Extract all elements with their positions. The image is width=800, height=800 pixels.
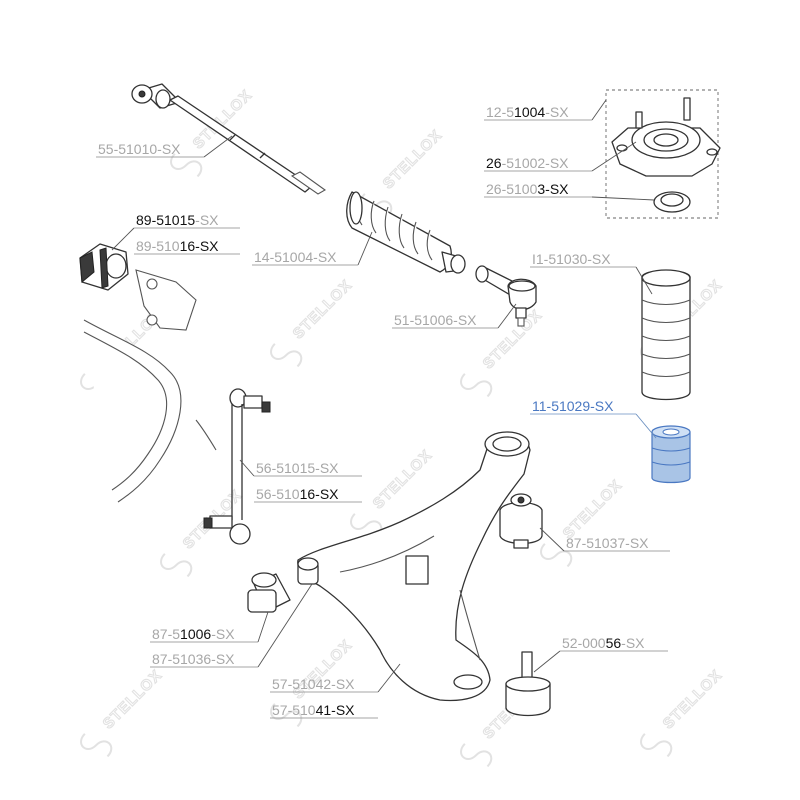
svg-text:STELLOX: STELLOX bbox=[480, 307, 546, 373]
stellox-watermark: STELLOX bbox=[640, 666, 726, 758]
leader-lines bbox=[96, 99, 670, 719]
stabilizer-bushing[interactable] bbox=[79, 243, 129, 291]
lower-ball-joint[interactable] bbox=[505, 651, 551, 717]
rear-arm-bushing[interactable] bbox=[499, 493, 543, 549]
part-number-label-highlighted[interactable]: 11-51029-SX bbox=[532, 398, 614, 414]
part-number-label[interactable]: 55-51010-SX bbox=[98, 141, 181, 157]
bump-stop[interactable] bbox=[651, 425, 691, 484]
svg-text:STELLOX: STELLOX bbox=[290, 277, 356, 343]
svg-text:STELLOX: STELLOX bbox=[370, 447, 436, 513]
shock-absorber-boot[interactable] bbox=[641, 269, 691, 401]
part-number-label[interactable]: 57-51041-SX bbox=[272, 702, 355, 718]
part-number-label[interactable]: 56-51016-SX bbox=[256, 486, 339, 502]
steering-rack-boot[interactable] bbox=[346, 191, 466, 274]
part-number-label[interactable]: 89-51015-SX bbox=[136, 212, 219, 228]
part-number-label[interactable]: 56-51015-SX bbox=[256, 460, 339, 476]
part-number-label[interactable]: 87-51006-SX bbox=[152, 626, 235, 642]
svg-text:STELLOX: STELLOX bbox=[660, 667, 726, 733]
tie-rod-end[interactable] bbox=[475, 265, 537, 327]
part-number-label[interactable]: 57-51042-SX bbox=[272, 676, 355, 692]
part-number-label[interactable]: 52-00056-SX bbox=[562, 635, 645, 651]
svg-text:STELLOX: STELLOX bbox=[290, 637, 356, 703]
stellox-watermark: STELLOX bbox=[80, 666, 166, 758]
stabilizer-bar bbox=[83, 319, 217, 503]
stellox-watermark: STELLOX bbox=[540, 476, 626, 568]
part-number-label[interactable]: 26-51002-SX bbox=[486, 155, 569, 171]
inner-tie-rod[interactable] bbox=[131, 83, 327, 195]
strut-bearing-ring[interactable] bbox=[653, 191, 691, 213]
strut-top-mount[interactable] bbox=[611, 97, 721, 177]
svg-text:STELLOX: STELLOX bbox=[560, 477, 626, 543]
part-number-label[interactable]: 26-51003-SX bbox=[486, 181, 569, 197]
front-pivot-bushing[interactable] bbox=[297, 557, 319, 585]
part-number-labels: 12-51004-SX 26-51002-SX 26-51003-SX 55-5… bbox=[98, 104, 649, 718]
part-number-label[interactable]: 51-51006-SX bbox=[394, 312, 477, 328]
part-number-label[interactable]: 12-51004-SX bbox=[486, 104, 569, 120]
stabilizer-bracket bbox=[135, 269, 197, 331]
part-number-label[interactable]: 87-51036-SX bbox=[152, 651, 235, 667]
svg-text:STELLOX: STELLOX bbox=[380, 127, 446, 193]
stellox-watermark: STELLOX bbox=[270, 276, 356, 368]
part-number-label[interactable]: 14-51004-SX bbox=[254, 249, 337, 265]
part-number-label[interactable]: 87-51037-SX bbox=[566, 535, 649, 551]
part-number-label[interactable]: 89-51016-SX bbox=[136, 238, 219, 254]
front-arm-bushing[interactable] bbox=[247, 572, 291, 613]
part-number-label[interactable]: I1-51030-SX bbox=[532, 251, 611, 267]
svg-text:STELLOX: STELLOX bbox=[100, 667, 166, 733]
lower-control-arm[interactable] bbox=[297, 431, 531, 702]
strut-mount-group-box bbox=[605, 89, 719, 219]
